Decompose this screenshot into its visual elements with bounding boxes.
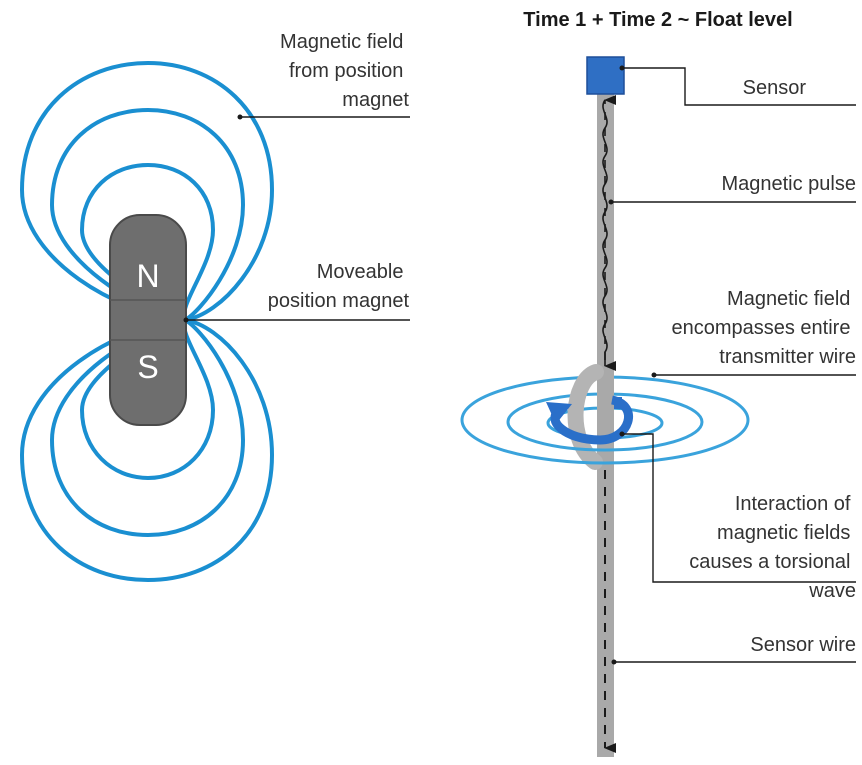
- field-line-lower-inner: [79, 318, 216, 481]
- magnet-body: [109, 214, 187, 426]
- label-torsional-wave: Interaction of magnetic fields causes a …: [689, 493, 856, 602]
- label-sensor-wire: Sensor wire: [750, 634, 856, 656]
- torsion-arrow-icon: [546, 395, 633, 445]
- field-line-lower-middle: [49, 318, 246, 538]
- sensor-head: [586, 56, 625, 95]
- field-line-lower-outer: [19, 318, 275, 583]
- sensor-wire: [597, 92, 614, 757]
- label-magnetic-pulse: Magnetic pulse: [721, 173, 856, 195]
- label-magnetic-field-from-magnet: Magnetic field from position magnet: [280, 31, 409, 111]
- label-moveable-position-magnet: Moveable position magnet: [268, 261, 410, 312]
- south-pole-label: S: [137, 349, 158, 385]
- north-pole-label: N: [136, 258, 159, 294]
- label-field-encompasses-wire: Magnetic field encompasses entire transm…: [671, 288, 856, 368]
- diagram-title: Time 1 + Time 2 ~ Float level: [523, 9, 792, 31]
- field-line-upper-inner: [79, 162, 216, 322]
- left-leaders: [183, 114, 410, 323]
- field-line-upper-outer: [19, 60, 275, 322]
- right-leaders: [608, 65, 856, 665]
- position-magnet: N S: [109, 214, 187, 426]
- position-magnet-field-lines: [19, 60, 275, 583]
- field-line-upper-middle: [49, 107, 246, 322]
- position-magnet-ring: [567, 364, 604, 470]
- label-sensor: Sensor: [743, 77, 807, 99]
